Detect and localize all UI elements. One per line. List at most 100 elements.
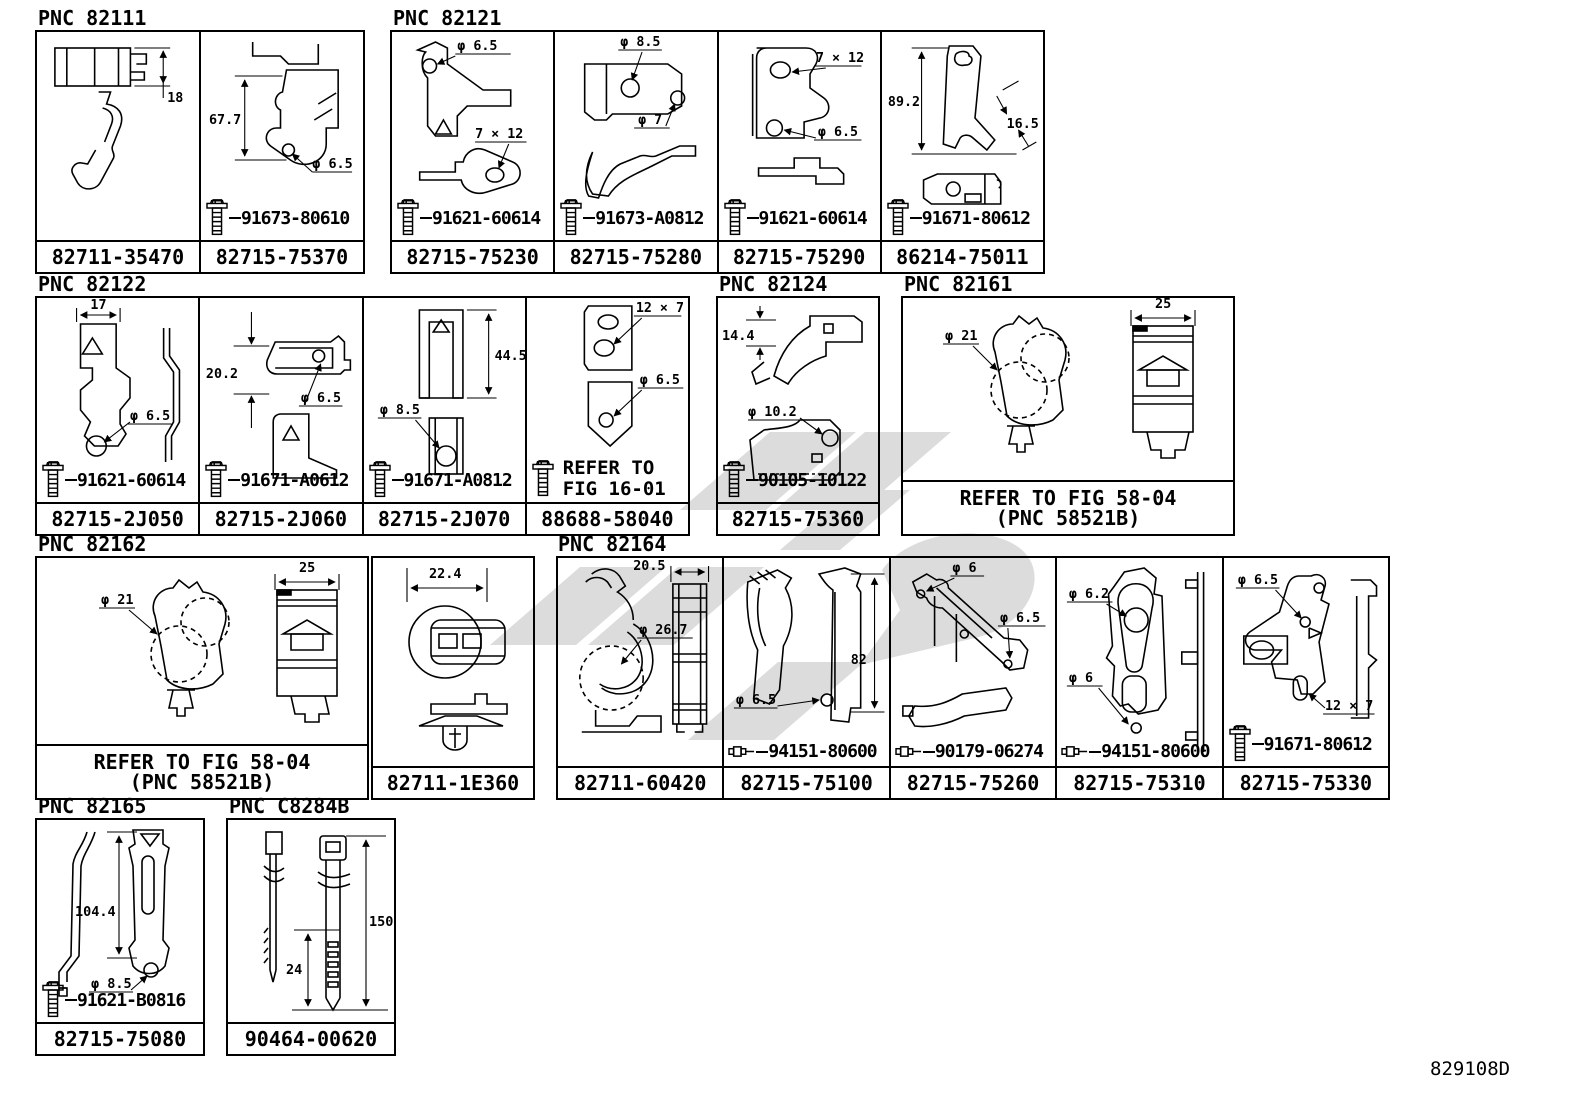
fastener-number: 91673-A0812 [595, 207, 704, 229]
fastener-row: 94151-80600 [1061, 741, 1210, 762]
dimension-label: φ 6.5 [640, 373, 680, 388]
pnc-label-82122: PNC 82122 [38, 272, 147, 296]
part-cell-82715-2J070: 44.5 φ 8.5 91671-A0812 82715-2J070 [361, 298, 525, 534]
part-number: 82715-75100 [740, 771, 873, 795]
fastener-number: 91621-B0816 [77, 989, 186, 1011]
part-cell-82715-75290: 7 × 12 φ 6.5 91621-60614 82715-75290 [716, 32, 880, 272]
dimension-label: 67.7 [209, 113, 241, 128]
part-drawing: 18 [54, 47, 183, 190]
pnc-label-82121: PNC 82121 [393, 6, 502, 30]
part-number: 82711-35470 [51, 245, 185, 269]
bolt-icon [531, 459, 555, 499]
refer-band: REFER TO FIG 58-04 (PNC 58521B) [37, 744, 367, 798]
group-box-82164: φ 26.7 20.5 82711-60420 [556, 556, 1390, 800]
nut-icon [1061, 745, 1089, 758]
part-drawing: φ 6.5 7 × 12 [415, 39, 527, 195]
refer-line: (PNC 58521B) [995, 506, 1141, 530]
part-drawing: 104.4 φ 8.5 [58, 829, 170, 997]
part-drawing: 20.2 φ 6.5 [206, 312, 352, 479]
leader-line [228, 479, 241, 481]
part-number: 82715-75310 [1073, 771, 1206, 795]
part-cell-refer-58521B: φ 21 25 REFER TO FIG 58-04 (PNC 58521B) [903, 298, 1233, 534]
fastener-row: 91671-80612 [886, 198, 1031, 238]
part-drawing: 22.4 [406, 566, 508, 751]
dimension-label: φ 26.7 [639, 623, 687, 638]
part-number-band: 82715-2J050 [37, 502, 199, 534]
bolt-icon [41, 460, 65, 500]
bolt-icon [722, 460, 746, 500]
dimension-label: φ 6 [1069, 671, 1093, 686]
leader-line [922, 750, 935, 753]
fastener-row: 91621-60614 [723, 198, 868, 238]
dimension-label: φ 6.2 [1069, 587, 1109, 602]
bolt-icon [886, 198, 910, 238]
leader-line [65, 999, 77, 1001]
part-cell-82711-35470: 18 82711-35470 [37, 32, 199, 272]
fastener-number: 91621-60614 [432, 207, 541, 229]
nut-icon [895, 745, 923, 758]
fastener-number: 91671-80612 [1263, 733, 1373, 755]
group-box-82111: 18 82711-35470 67.7 [35, 30, 365, 274]
fastener-row: 91671-80612 [1228, 724, 1373, 764]
part-drawing: φ 21 25 [943, 298, 1196, 459]
part-number: 86214-75011 [896, 245, 1029, 269]
group-box-82162: φ 21 25 REFER TO FIG 58-04 (PNC 58521B) [35, 556, 369, 800]
part-number-band: 90464-00620 [228, 1022, 394, 1054]
part-drawing: φ 8.5 φ 7 [584, 35, 697, 199]
fastener-number: 91671-80612 [921, 207, 1031, 229]
part-number: 82715-2J070 [377, 507, 511, 531]
leader-line [746, 217, 759, 219]
part-number: 88688-58040 [541, 507, 674, 531]
watermark [490, 432, 1035, 740]
dimension-label: φ 6.5 [130, 409, 170, 424]
dimension-label: 16.5 [1006, 117, 1038, 132]
pnc-label-82165: PNC 82165 [38, 794, 147, 818]
leader-line [756, 750, 769, 753]
dimension-label: 18 [167, 91, 183, 106]
dimension-label: φ 6 [952, 561, 976, 576]
refer-note: REFER TO FIG 16-01 [563, 458, 666, 500]
refer-line: REFER TO FIG 58-04 [93, 750, 311, 774]
part-number: 82715-75330 [1239, 771, 1373, 795]
dimension-label: 22.4 [429, 566, 462, 582]
dimension-label: 12 × 7 [1325, 699, 1373, 714]
dimension-label: φ 6.5 [736, 693, 776, 708]
part-drawing: 67.7 φ 6.5 [209, 42, 353, 173]
fastener-number: 91621-60614 [77, 469, 186, 491]
leader-line [391, 479, 404, 481]
bolt-icon [723, 198, 747, 238]
pnc-label-82164: PNC 82164 [558, 532, 667, 556]
leader-line [909, 217, 922, 219]
pnc-label-82124: PNC 82124 [719, 272, 828, 296]
pnc-label-C8284B: PNC C8284B [229, 794, 350, 818]
fastener-row: 91673-A0812 [559, 198, 704, 238]
part-drawing: 14.4 φ 10.2 [722, 306, 863, 481]
dimension-label: 150 [369, 914, 393, 930]
part-cell-82715-2J050: 17 φ 6.5 91621-60614 82715-2J050 [37, 298, 199, 534]
part-cell-82711-1E360: 22.4 82711-1E360 [373, 558, 533, 798]
fastener-row: 91621-B0816 [41, 980, 186, 1020]
part-cell-82711-60420: φ 26.7 20.5 82711-60420 [558, 558, 723, 798]
fastener-row: 91621-60614 [41, 460, 186, 500]
bolt-icon [1228, 724, 1252, 764]
part-cell-82715-75360: 14.4 φ 10.2 90105-10122 82715-75360 [718, 298, 878, 534]
leader-line [583, 217, 596, 219]
part-drawing: 24 150 [263, 831, 393, 1012]
part-drawing: 12 × 7 φ 6.5 [583, 301, 684, 448]
part-number-band: 86214-75011 [881, 240, 1043, 272]
fastener-number: 91671-A0612 [240, 469, 349, 491]
part-cell-82715-75260: φ 6 φ 6.5 90179-06274 82715-75260 [888, 558, 1056, 798]
dimension-label: 104.4 [75, 904, 116, 920]
part-drawing: φ 6 φ 6.5 [901, 561, 1046, 728]
dimension-label: φ 7 [638, 113, 662, 128]
dimension-label: φ 6.5 [1000, 611, 1040, 626]
fastener-number: 91621-60614 [758, 207, 868, 229]
dimension-label: φ 6.5 [312, 157, 352, 172]
part-number-band: 82715-75080 [37, 1022, 203, 1054]
group-box-82124: 14.4 φ 10.2 90105-10122 82715-75360 [716, 296, 880, 536]
dimension-label: φ 6.5 [301, 391, 341, 406]
fastener-row: 90179-06274 [895, 741, 1044, 762]
part-number: 82715-75230 [406, 245, 539, 269]
diagram-code: 829108D [1430, 1058, 1511, 1080]
